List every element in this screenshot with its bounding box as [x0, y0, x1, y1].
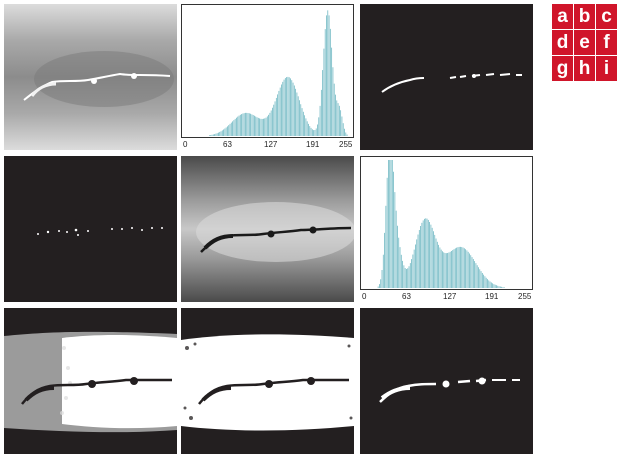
legend-label-f: f [596, 30, 617, 55]
legend-label-b: b [574, 4, 595, 29]
tick-label: 191 [485, 292, 499, 301]
tick-label: 255 [339, 140, 353, 149]
histogram-f-chart: 0 63 127 191 255 [360, 156, 533, 301]
tick-label: 127 [443, 292, 457, 301]
panel-g-segmentation [4, 308, 177, 454]
panel-legend-grid: a b c d e f g h i [552, 4, 618, 82]
tick-label: 63 [223, 140, 232, 149]
panel-e-difference-image [181, 156, 354, 302]
panel-d-seed-points [4, 156, 177, 302]
legend-label-a: a [552, 4, 573, 29]
legend-label-c: c [596, 4, 617, 29]
panel-a-original-image [4, 4, 177, 150]
panel-b-histogram: 0 63 127 191 255 [181, 4, 354, 150]
tick-label: 0 [362, 292, 367, 301]
tick-label: 255 [518, 292, 532, 301]
tick-label: 63 [402, 292, 411, 301]
panel-f-histogram: 0 63 127 191 255 [360, 156, 533, 302]
legend-label-g: g [552, 56, 573, 81]
tick-label: 127 [264, 140, 278, 149]
panel-i-final-detection [360, 308, 533, 454]
histogram-b-chart: 0 63 127 191 255 [181, 4, 354, 149]
legend-label-e: e [574, 30, 595, 55]
tick-label: 191 [306, 140, 320, 149]
panel-h-binary-mask [181, 308, 354, 454]
legend-label-d: d [552, 30, 573, 55]
legend-label-i: i [596, 56, 617, 81]
tick-label: 0 [183, 140, 188, 149]
legend-label-h: h [574, 56, 595, 81]
panel-c-threshold-image [360, 4, 533, 150]
